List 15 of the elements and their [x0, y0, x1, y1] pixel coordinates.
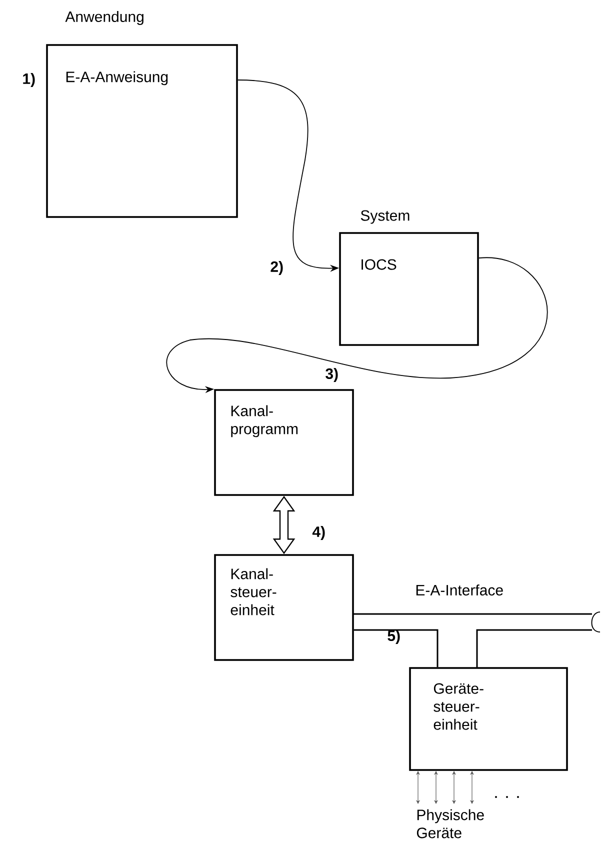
node-label: Anwendung — [65, 11, 144, 25]
bus-line — [354, 629, 438, 668]
step-number: 4) — [312, 526, 325, 540]
step-number: 1) — [23, 73, 35, 87]
process-box: Kanal- steuer- einheit — [214, 554, 354, 661]
application-box: Anwendung 1) E-A-Anweisung — [23, 11, 238, 218]
process-box: Geräte- steuer- einheit — [409, 667, 568, 771]
step-number: 5) — [388, 630, 400, 644]
step-number: 3) — [326, 368, 338, 382]
interface-label: E-A-Interface — [416, 584, 503, 596]
node-label: System — [360, 210, 410, 224]
device-label: Physische Geräte — [416, 809, 484, 838]
process-box: Kanal- programm — [214, 389, 354, 496]
step-number: 2) — [270, 261, 283, 275]
system-box: System IOCS — [339, 210, 479, 346]
